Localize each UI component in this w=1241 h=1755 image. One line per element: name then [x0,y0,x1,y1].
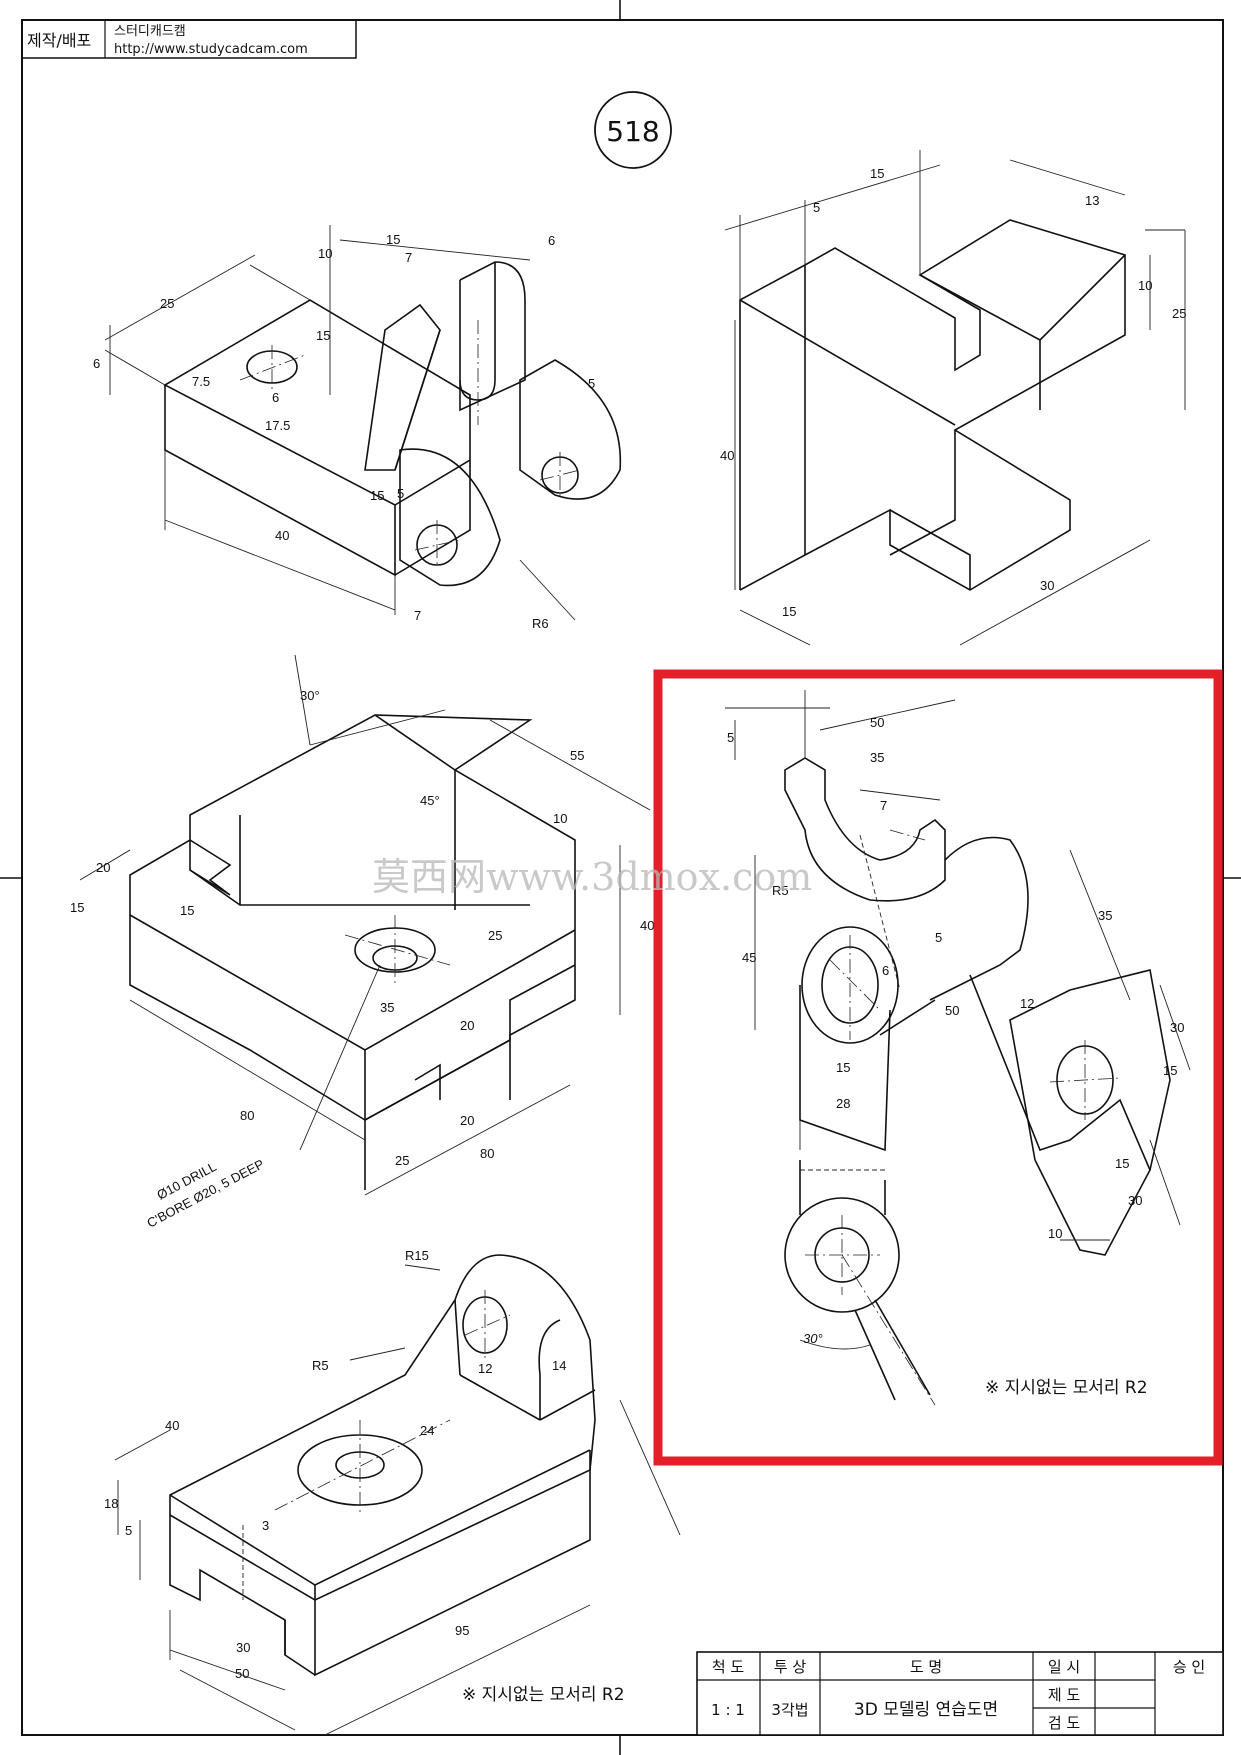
view1-dim-15: 5 [397,486,404,501]
view-3-large-block: 30° 55 45° 10 20 15 15 25 40 35 20 80 20… [70,654,654,1231]
view4-dim-6: 5 [935,930,942,945]
view1-dim-7: 7.5 [192,374,210,389]
title-block-drawn-label: 제 도 [1048,1686,1081,1704]
view4-dim-11: 30 [1170,1020,1184,1035]
view3-dim-9: 35 [380,1000,394,1015]
highlight-frame [653,669,1223,1466]
view4-dim-10: 12 [1020,996,1034,1011]
view1-dim-6: 15 [386,232,400,247]
view2-dim-4: 25 [1172,306,1186,321]
title-block-date-label: 일 시 [1048,1658,1080,1676]
corner-note-bottom: ※ 지시없는 모서리 R2 [462,1685,625,1705]
view2-dim-3: 10 [1138,278,1152,293]
view4-dim-15: 15 [836,1060,850,1075]
view1-dim-0: 25 [160,296,174,311]
title-block-projection-label: 투 상 [774,1658,807,1676]
header-company: 스터디캐드캠 [114,24,186,39]
view4-dim-9: 50 [945,1003,959,1018]
header-block: 제작/배포 스터디캐드캠 http://www.studycadcam.com [21,19,357,59]
title-block-name: 3D 모델링 연습도면 [854,1700,998,1720]
view-5-base: R15 R5 12 14 40 24 18 5 3 30 50 95 ※ 지시없… [104,1248,681,1736]
view3-dim-14: 80 [480,1146,494,1161]
view1-dim-9: 17.5 [265,418,290,433]
view3-dim-12: 20 [460,1113,474,1128]
view4-dim-2: 5 [727,730,734,745]
view5-dim-6: 18 [104,1496,118,1511]
view1-dim-10: 40 [275,528,289,543]
view1-dim-3: 7 [405,250,412,265]
view1-dim-14: 7 [414,608,421,623]
view3-dim-7: 25 [488,928,502,943]
title-block-checked-label: 검 도 [1048,1714,1081,1732]
view5-dim-1: R5 [312,1358,329,1373]
view3-dim-11: 80 [240,1108,254,1123]
view5-dim-8: 3 [262,1518,269,1533]
view1-dim-8: 6 [272,390,279,405]
view4-dim-12: 15 [1163,1063,1177,1078]
view1-dim-1: 6 [93,356,100,371]
view1-dim-12: 5 [588,376,595,391]
view5-dim-2: 12 [478,1361,492,1376]
view4-dim-7: 6 [882,963,889,978]
view1-dim-13: R6 [532,616,549,631]
view4-dim-3: 7 [880,798,887,813]
view-1-bracket: 25 6 15 7 10 6 15 7.5 6 17.5 40 15 5 R6 … [93,225,622,631]
header-label: 제작/배포 [27,31,91,50]
view4-dim-13: 15 [1115,1156,1129,1171]
drawing-number-badge: 518 [594,91,672,169]
view3-dim-1: 55 [570,748,584,763]
view3-dim-10: 20 [460,1018,474,1033]
title-block-name-label: 도 명 [910,1658,942,1676]
view4-dim-4: R5 [772,883,789,898]
view3-dim-5: 15 [70,900,84,915]
view5-dim-0: R15 [405,1248,429,1263]
view4-dim-18: 30° [803,1331,823,1346]
title-block-projection: 3각법 [771,1701,808,1719]
view3-dim-13: 25 [395,1153,409,1168]
view2-dim-1: 15 [870,166,884,181]
view3-dim-4: 20 [96,860,110,875]
view1-dim-11: 15 [370,488,384,503]
view3-dim-3: 10 [553,811,567,826]
view4-dim-16: 30 [1128,1193,1142,1208]
view1-dim-2: 15 [316,328,330,343]
view4-dim-17: 10 [1048,1226,1062,1241]
view4-dim-14: 28 [836,1096,850,1111]
title-block-scale-label: 척 도 [712,1658,745,1676]
view5-dim-4: 40 [165,1418,179,1433]
drawing-number: 518 [606,115,659,148]
view3-dim-0: 30° [300,688,320,703]
watermark: 莫西网www.3dmox.com [372,855,812,899]
view5-dim-9: 30 [236,1640,250,1655]
view1-dim-5: 6 [548,233,555,248]
view2-dim-2: 13 [1085,193,1099,208]
view5-dim-11: 95 [455,1623,469,1638]
view2-dim-6: 15 [782,604,796,619]
view-4-lever: 50 35 5 7 R5 45 5 6 35 50 12 30 15 15 28… [725,690,1191,1406]
view5-dim-5: 24 [420,1423,434,1438]
view5-dim-3: 14 [552,1358,566,1373]
view4-dim-8: 35 [1098,908,1112,923]
title-block: 척 도 투 상 도 명 일 시 승 인 1 : 1 3각법 3D 모델링 연습도… [696,1651,1224,1736]
view3-dim-6: 15 [180,903,194,918]
view-2-block: 5 15 13 10 25 40 15 30 [720,150,1186,646]
view5-dim-10: 50 [235,1666,249,1681]
view2-dim-5: 40 [720,448,734,463]
view3-dim-2: 45° [420,793,440,808]
title-block-scale: 1 : 1 [711,1701,745,1719]
header-url: http://www.studycadcam.com [114,42,308,57]
view5-dim-7: 5 [125,1523,132,1538]
view4-dim-5: 45 [742,950,756,965]
view4-dim-1: 35 [870,750,884,765]
corner-note-right: ※ 지시없는 모서리 R2 [985,1378,1148,1398]
view2-dim-0: 5 [813,200,820,215]
title-block-approve-label: 승 인 [1173,1658,1205,1676]
view4-dim-0: 50 [870,715,884,730]
view3-dim-8: 40 [640,918,654,933]
view2-dim-7: 30 [1040,578,1054,593]
view1-dim-4: 10 [318,246,332,261]
